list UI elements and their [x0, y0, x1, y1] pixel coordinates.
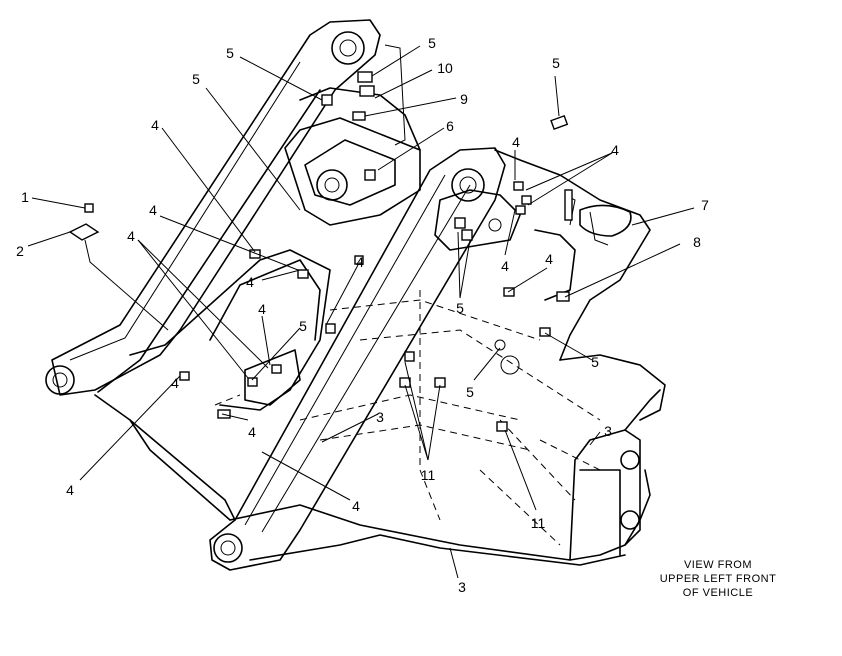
callout-7: 7 — [701, 197, 709, 213]
callout-4: 4 — [611, 142, 619, 158]
callout-6: 6 — [446, 118, 454, 134]
callout-11: 11 — [421, 467, 436, 483]
view-note-line-3: OF VEHICLE — [683, 587, 753, 599]
callout-1: 1 — [21, 189, 29, 205]
callout-8: 8 — [693, 234, 701, 250]
callout-5: 5 — [226, 45, 234, 61]
callout-4: 4 — [66, 482, 74, 498]
leader-lines — [27, 45, 695, 579]
callout-4: 4 — [127, 228, 135, 244]
callout-4: 4 — [512, 134, 520, 150]
callout-5: 5 — [456, 300, 464, 316]
callout-5: 5 — [192, 71, 200, 87]
view-note-line-2: UPPER LEFT FRONT — [660, 573, 777, 585]
callout-5: 5 — [428, 35, 436, 51]
callout-4: 4 — [501, 258, 509, 274]
callout-4: 4 — [246, 274, 254, 290]
callout-4: 4 — [248, 424, 256, 440]
callout-4: 4 — [545, 251, 553, 267]
fittings — [179, 71, 573, 432]
callout-3: 3 — [604, 423, 612, 439]
callout-5: 5 — [552, 55, 560, 71]
frame-drawing — [27, 19, 695, 579]
callout-4: 4 — [171, 375, 179, 391]
screw-and-plate — [68, 203, 169, 331]
view-note-line-1: VIEW FROM — [684, 559, 752, 571]
callout-4: 4 — [151, 117, 159, 133]
view-note: VIEW FROM UPPER LEFT FRONT OF VEHICLE — [660, 559, 777, 599]
callout-3: 3 — [376, 409, 384, 425]
callout-2: 2 — [16, 243, 24, 259]
callout-5: 5 — [591, 354, 599, 370]
callout-10: 10 — [437, 60, 453, 76]
callout-4: 4 — [149, 202, 157, 218]
callout-5: 5 — [466, 384, 474, 400]
callout-4: 4 — [352, 498, 360, 514]
callout-11: 11 — [531, 515, 546, 531]
callout-4: 4 — [258, 301, 266, 317]
callout-3: 3 — [458, 579, 466, 595]
callout-labels: 1 2 3 3 3 4 4 4 4 4 4 4 4 4 4 4 4 4 4 5 … — [16, 35, 709, 595]
callout-4: 4 — [356, 254, 364, 270]
callout-9: 9 — [460, 91, 468, 107]
callout-5: 5 — [299, 318, 307, 334]
